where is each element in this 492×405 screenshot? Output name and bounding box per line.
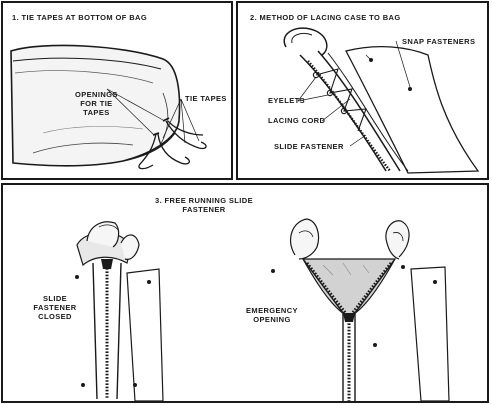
openings-label-line-1: OPENINGS	[75, 90, 118, 99]
emergency-label-line-1: EMERGENCY	[246, 306, 298, 315]
openings-label-line-2: FOR TIE	[80, 99, 113, 108]
closed-label-line-3: CLOSED	[38, 312, 72, 321]
slide-fastener-illustration	[75, 185, 487, 401]
panel-3-title: 3. FREE RUNNING SLIDE FASTENER	[144, 196, 264, 214]
eyelets-label: EYELETS	[268, 96, 305, 105]
closed-label-line-2: FASTENER	[33, 303, 77, 312]
closed-label-line-1: SLIDE	[42, 294, 68, 303]
tie-tapes-label: TIE TAPES	[185, 94, 227, 103]
panel-lacing: 2. METHOD OF LACING CASE TO BAG	[236, 1, 489, 180]
panel-2-title: 2. METHOD OF LACING CASE TO BAG	[250, 13, 401, 22]
bag-bottom-illustration	[3, 3, 231, 178]
openings-label: OPENINGS FOR TIE TAPES	[75, 90, 118, 117]
panel-free-running-slide-fastener: 3. FREE RUNNING SLIDE FASTENER	[1, 183, 489, 403]
openings-label-line-3: TAPES	[83, 108, 110, 117]
closed-label: SLIDE FASTENER CLOSED	[25, 294, 85, 321]
emergency-label: EMERGENCY OPENING	[241, 306, 303, 324]
panel-tie-tapes: 1. TIE TAPES AT BOTTOM OF BAG	[1, 1, 233, 180]
panel-3-title-line-1: 3. FREE RUNNING SLIDE	[155, 196, 253, 205]
snap-fasteners-label: SNAP FASTENERS	[402, 37, 476, 46]
lacing-illustration	[238, 3, 487, 178]
panel-3-title-line-2: FASTENER	[182, 205, 226, 214]
lacing-cord-label: LACING CORD	[268, 116, 326, 125]
slide-fastener-label: SLIDE FASTENER	[274, 142, 344, 151]
panel-1-title: 1. TIE TAPES AT BOTTOM OF BAG	[12, 13, 148, 22]
emergency-label-line-2: OPENING	[253, 315, 291, 324]
